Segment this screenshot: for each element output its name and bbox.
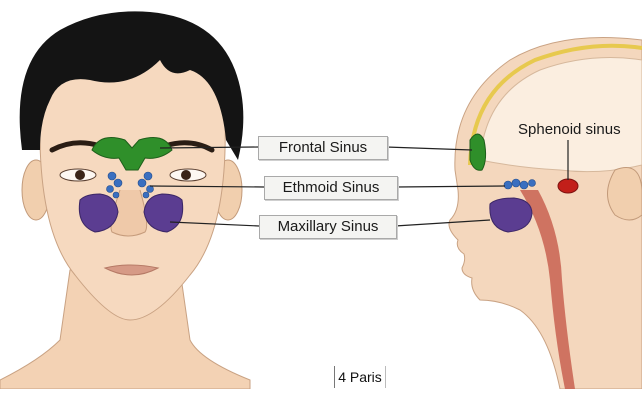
credit-caption: 4 Paris [334,366,386,388]
profile-ear [608,168,642,221]
sphenoid-sinus-profile [558,179,578,193]
label-maxillary-sinus: Maxillary Sinus [259,215,397,239]
label-sphenoid-sinus: Sphenoid sinus [518,121,642,138]
frontal-sinus-profile [470,134,486,170]
face-outline [40,48,225,320]
side-profile [386,38,642,390]
right-iris [181,170,191,180]
front-face [0,11,264,389]
left-iris [75,170,85,180]
label-frontal-sinus: Frontal Sinus [258,136,388,160]
label-ethmoid-sinus: Ethmoid Sinus [264,176,398,200]
